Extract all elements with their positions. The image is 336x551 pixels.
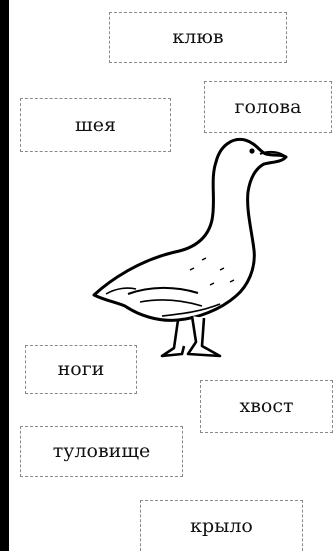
label-card-beak[interactable]: клюв [109, 12, 287, 63]
label-text-tail: хвост [239, 397, 293, 416]
label-text-legs: ноги [58, 360, 105, 379]
label-text-wing: крыло [190, 517, 253, 536]
left-edge-strip [0, 0, 9, 551]
label-card-wing[interactable]: крыло [140, 500, 303, 551]
label-card-tail[interactable]: хвост [200, 380, 333, 433]
label-card-legs[interactable]: ноги [25, 345, 137, 394]
goose-icon [70, 110, 330, 380]
label-text-beak: клюв [172, 28, 223, 47]
label-text-body: туловище [53, 442, 150, 461]
label-card-body[interactable]: туловище [20, 426, 183, 477]
